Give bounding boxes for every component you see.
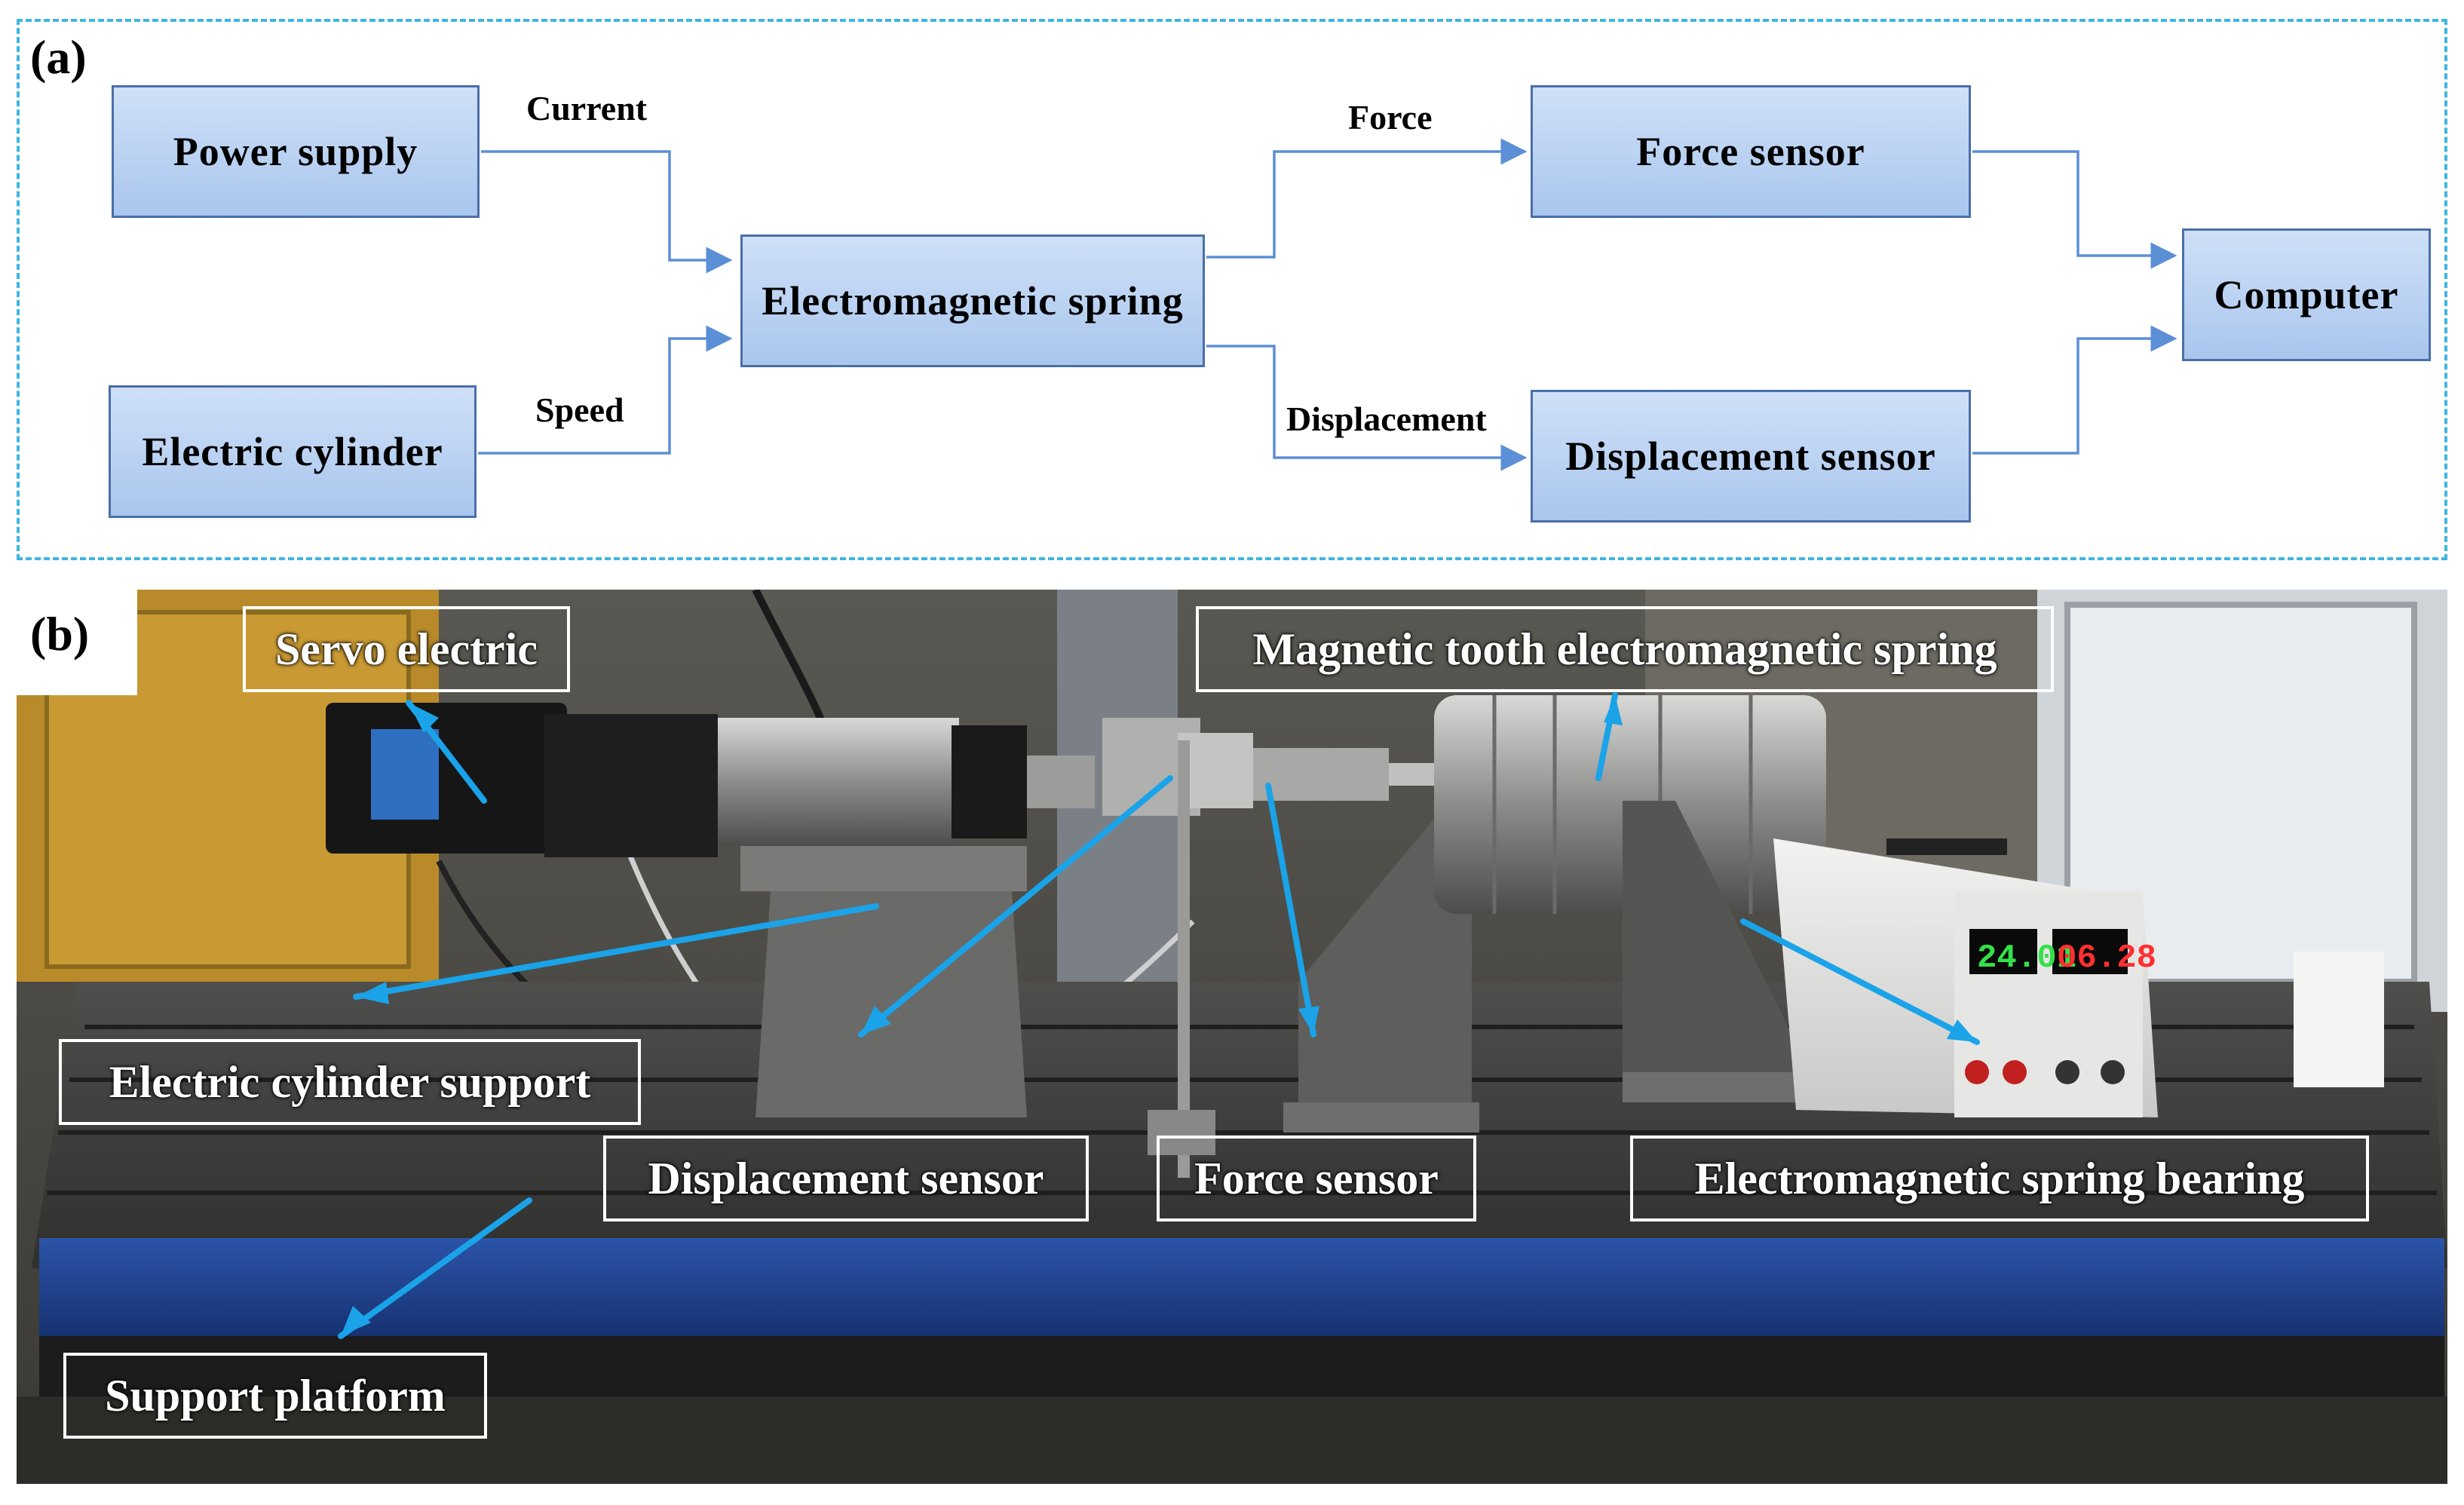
electromagnetic-spring-box: Electromagnetic spring	[740, 234, 1205, 367]
displacement-label: Displacement	[1286, 400, 1487, 438]
psu-current-readout: 06.28	[2057, 939, 2156, 977]
arrow-displacement-to-computer	[1972, 325, 2177, 455]
electric-cylinder-box: Electric cylinder	[109, 385, 477, 518]
arrow-current	[481, 150, 733, 274]
force-sensor-box: Force sensor	[1531, 85, 1971, 218]
speed-label: Speed	[535, 391, 624, 429]
arrow-force-to-computer	[1972, 150, 2177, 269]
callout-support-platform: Support platform	[63, 1353, 487, 1439]
panel-b-label-background	[17, 590, 137, 695]
test-rig-photo-panel: 24.01 06.28 (b) Servo ele	[17, 590, 2447, 1484]
arrow-displacement	[1206, 345, 1528, 471]
pointer-platform	[338, 1197, 532, 1339]
callout-electric-cylinder-support: Electric cylinder support	[59, 1039, 641, 1125]
panel-a-label: (a)	[30, 30, 87, 84]
pointer-displacement	[858, 775, 1173, 1038]
connector-arrows	[478, 138, 2177, 471]
callout-displacement-sensor: Displacement sensor	[603, 1136, 1089, 1221]
pointer-cylinder-support	[353, 903, 879, 1000]
computer-box: Computer	[2182, 228, 2431, 361]
power-supply-box: Power supply	[112, 85, 480, 218]
callout-spring-bearing: Electromagnetic spring bearing	[1630, 1136, 2369, 1221]
callout-servo-electric: Servo electric	[243, 606, 570, 692]
arrow-speed	[478, 325, 733, 455]
psu-voltage-readout: 24.01	[1977, 939, 2076, 977]
test-rig-photo: 24.01 06.28	[17, 590, 2447, 1484]
arrow-force	[1206, 138, 1528, 259]
pointer-force	[1265, 783, 1316, 1038]
force-label: Force	[1348, 98, 1433, 136]
displacement-sensor-box: Displacement sensor	[1531, 390, 1971, 523]
callout-magnetic-tooth-spring: Magnetic tooth electromagnetic spring	[1196, 606, 2054, 692]
panel-b-label: (b)	[30, 607, 90, 661]
current-label: Current	[526, 89, 648, 127]
callout-force-sensor: Force sensor	[1157, 1136, 1476, 1221]
pointer-bearing	[1740, 918, 1980, 1045]
block-diagram-panel: (a) Power supply Electric cylinder Elect…	[17, 19, 2447, 560]
